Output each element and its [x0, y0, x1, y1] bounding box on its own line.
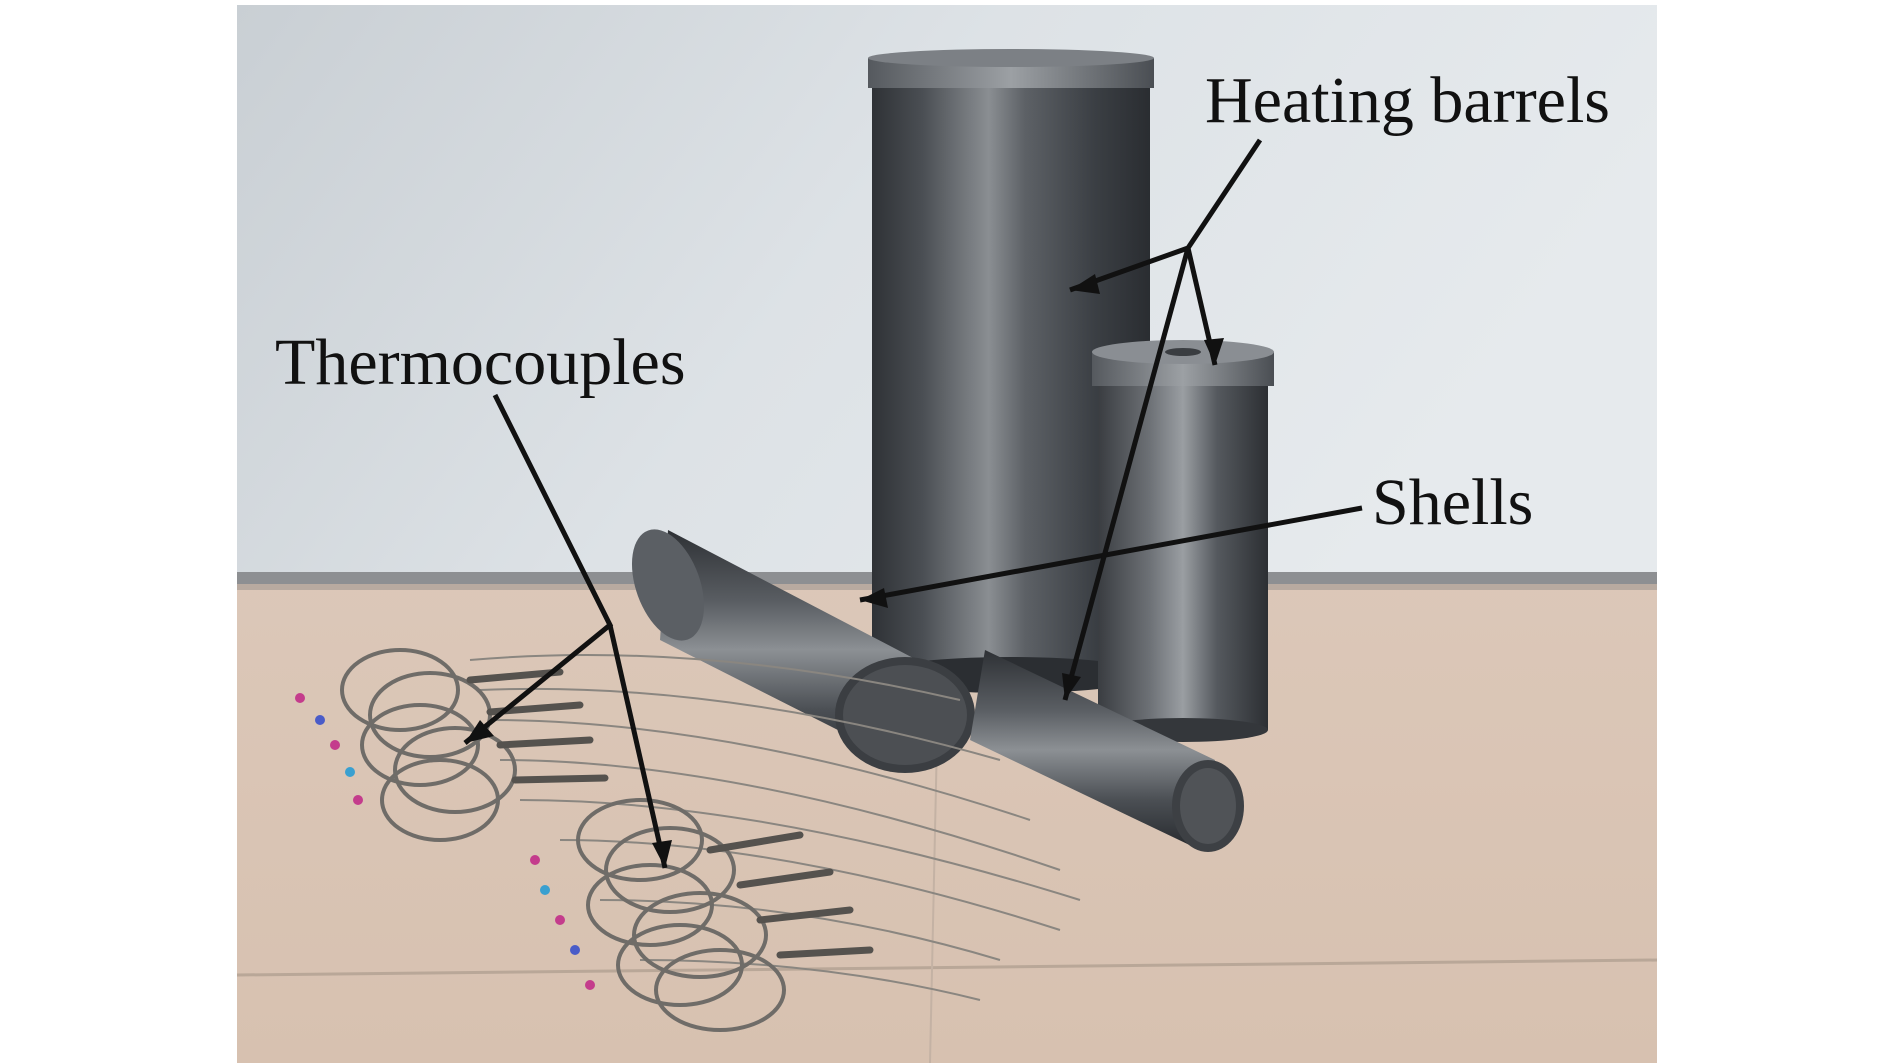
thermocouples-label: Thermocouples — [275, 326, 686, 399]
shells-label: Shells — [1372, 466, 1534, 539]
heating-barrels-label: Heating barrels — [1205, 64, 1610, 137]
